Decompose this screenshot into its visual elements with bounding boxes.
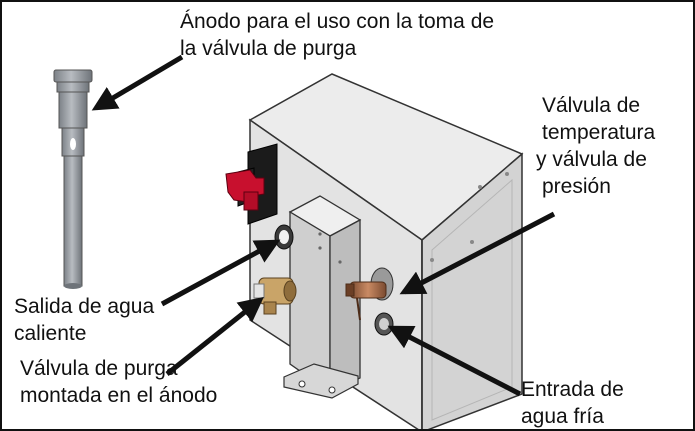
- label-anode-line2: la válvula de purga: [180, 37, 357, 60]
- cold-water-inlet-fitting: [374, 312, 394, 336]
- label-anode: Ánodo para el uso con la toma de la válv…: [180, 8, 494, 62]
- valve-housing-red: [225, 143, 278, 225]
- arrow-cold-inlet: [387, 325, 522, 397]
- label-temp-pressure-valve: Válvula de temperatura y válvula de pres…: [536, 92, 656, 200]
- label-tp-line1: Válvula de: [542, 94, 641, 117]
- label-tp-line2: temperatura: [542, 121, 656, 144]
- front-cover-box: [283, 195, 362, 399]
- label-cold-line1: Entrada de: [521, 378, 624, 401]
- arrow-anode: [91, 54, 184, 111]
- label-cold-water-inlet: Entrada de agua fría: [521, 376, 624, 430]
- label-drain-valve: Válvula de purga montada en el ánodo: [20, 355, 217, 409]
- label-tp-line3: y válvula de: [536, 148, 647, 171]
- label-hot-line2: caliente: [14, 322, 87, 345]
- label-hot-line1: Salida de agua: [14, 295, 155, 318]
- label-tp-line4: presión: [542, 175, 611, 198]
- label-drain-line1: Válvula de purga: [20, 357, 178, 380]
- arrow-temp-pressure: [399, 211, 556, 295]
- arrow-drain-valve: [165, 296, 264, 376]
- label-hot-water-outlet: Salida de agua caliente: [14, 293, 154, 347]
- label-cold-line2: agua fría: [521, 405, 604, 428]
- label-anode-line1: Ánodo para el uso con la toma de: [180, 10, 495, 33]
- temp-pressure-valve: [345, 267, 394, 321]
- leader-arrows: [91, 54, 556, 397]
- hot-water-outlet-fitting: [274, 224, 294, 250]
- drain-valve-brass: [253, 277, 297, 315]
- label-drain-line2: montada en el ánodo: [20, 384, 218, 407]
- arrow-hot-outlet: [160, 239, 281, 307]
- anode-rod: [53, 69, 93, 289]
